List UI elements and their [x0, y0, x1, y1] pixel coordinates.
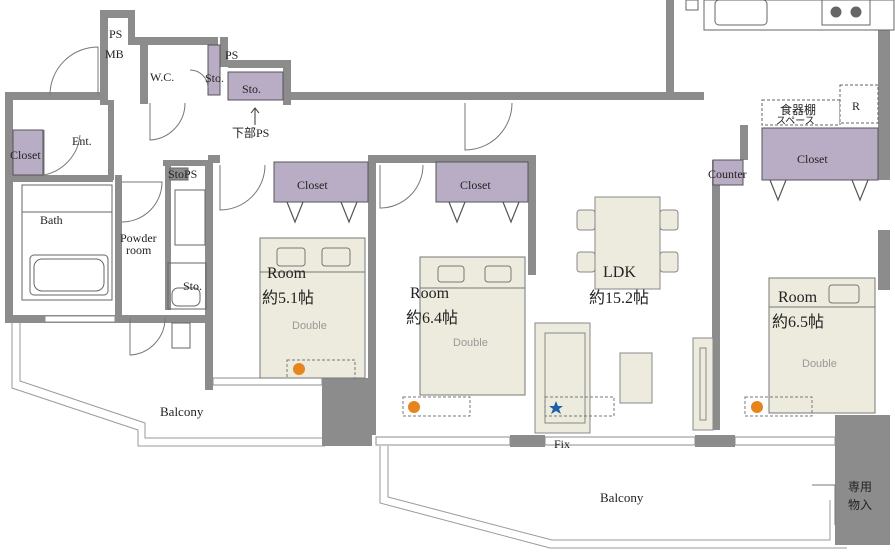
doors	[43, 46, 836, 525]
ps-top-label: PS	[225, 48, 238, 62]
heater-outlines	[286, 359, 813, 417]
ps-mb-label-2: MB	[105, 47, 124, 61]
closet-ent-label: Closet	[10, 148, 41, 162]
dish-label-1: 食器棚	[780, 102, 816, 117]
room3-name: Room	[778, 289, 818, 306]
counter-label: Counter	[708, 167, 747, 181]
room1-size: 約5.1帖	[262, 289, 314, 307]
closet-room1-label: Closet	[297, 178, 328, 192]
sto-powder-label: Sto.	[183, 279, 202, 293]
closet-ent	[12, 129, 44, 176]
room2-bed: Double	[453, 337, 488, 349]
storage-label-1: 専用	[848, 480, 872, 494]
ldk-name: LDK	[603, 264, 636, 281]
closet-room2	[435, 161, 529, 203]
markers	[293, 363, 763, 414]
balcony-outlines	[11, 322, 847, 549]
closet-doors	[286, 179, 869, 224]
ps-arrow	[250, 107, 260, 125]
ent-label: Ent.	[72, 134, 92, 148]
outlet-marker	[408, 401, 420, 413]
ps-top	[207, 44, 221, 96]
balcony-main-label: Balcony	[600, 490, 644, 505]
counter	[712, 159, 744, 186]
coffee-table	[619, 352, 653, 404]
storage-label-2: 物入	[848, 498, 872, 512]
labels: PS MB W.C. Sto. PS Sto. 下部PS Closet Ent.…	[10, 27, 872, 512]
room1-name: Room	[267, 265, 307, 282]
closet-room2-label: Closet	[460, 178, 491, 192]
star-marker	[549, 401, 563, 414]
powder-label-1: Powder	[120, 231, 157, 245]
bath-label: Bath	[40, 213, 63, 227]
kitchen	[685, 0, 895, 126]
dining-table	[594, 196, 661, 290]
ldk-furniture	[534, 196, 714, 434]
sto-ps-label: StoPS	[168, 167, 197, 181]
sto-top-label: Sto.	[242, 82, 261, 96]
fix-label: Fix	[554, 437, 570, 451]
sto-top	[227, 71, 284, 101]
dish-label-2: スペース	[776, 116, 815, 127]
room3-size: 約6.5帖	[772, 313, 824, 331]
room1-bed: Double	[292, 320, 327, 332]
room3-bed: Double	[802, 358, 837, 370]
wc-label: W.C.	[150, 70, 174, 84]
closets	[12, 44, 879, 203]
ldk-size: 約15.2帖	[589, 289, 649, 307]
room2-name: Room	[410, 285, 450, 302]
outlet-marker	[293, 363, 305, 375]
powder-label-2: room	[126, 243, 152, 257]
room2-size: 約6.4帖	[406, 309, 458, 327]
outlet-marker	[751, 401, 763, 413]
ps-mb-label-1: PS	[109, 27, 122, 41]
beds	[259, 237, 876, 414]
closet-room3	[761, 127, 879, 181]
windows	[44, 315, 836, 446]
bath-fixtures	[21, 167, 207, 349]
lower-ps-label: 下部PS	[232, 125, 269, 140]
balcony-left-label: Balcony	[160, 404, 204, 419]
sto-small-label: Sto.	[205, 71, 224, 85]
closet-room1	[273, 161, 369, 203]
closet-room3-label: Closet	[797, 152, 828, 166]
r-label: R	[852, 99, 860, 113]
